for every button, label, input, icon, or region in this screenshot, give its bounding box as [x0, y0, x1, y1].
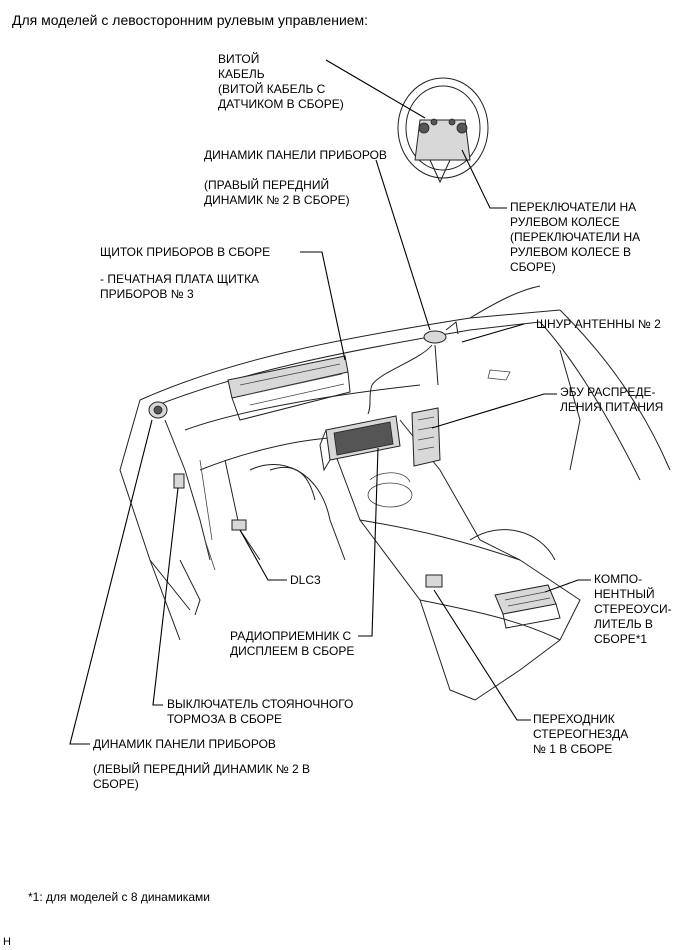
steering-wheel — [397, 77, 489, 184]
label-antenna-cord: ШНУР АНТЕННЫ № 2 — [536, 317, 661, 331]
label-amplifier: КОМПО- НЕНТНЫЙ СТЕРЕОУСИ- ЛИТЕЛЬ В СБОРЕ… — [594, 572, 672, 646]
radio-display — [319, 415, 401, 472]
label-parking-brake-switch: ВЫКЛЮЧАТЕЛЬ СТОЯНОЧНОГО ТОРМОЗА В СБОРЕ — [167, 697, 354, 726]
right-dash-speaker — [423, 321, 459, 344]
parking-brake-switch-part — [173, 473, 185, 489]
power-ecu — [411, 407, 441, 467]
label-stereo-jack: ПЕРЕХОДНИК СТЕРЕОГНЕЗДА № 1 В СБОРЕ — [533, 712, 629, 756]
label-dash-speaker-left-sub: (ЛЕВЫЙ ПЕРЕДНИЙ ДИНАМИК № 2 В СБОРЕ) — [93, 762, 311, 791]
label-combination-meter-title: ЩИТОК ПРИБОРОВ В СБОРЕ — [100, 245, 271, 259]
label-dash-speaker-right-title: ДИНАМИК ПАНЕЛИ ПРИБОРОВ — [204, 148, 387, 162]
page-heading: Для моделей с левосторонним рулевым упра… — [12, 12, 369, 28]
footnote: *1: для моделей с 8 динамиками — [28, 890, 210, 904]
corner-mark: H — [3, 936, 11, 948]
label-dash-speaker-right-sub: (ПРАВЫЙ ПЕРЕДНИЙ ДИНАМИК № 2 В СБОРЕ) — [204, 178, 350, 207]
label-combination-meter-sub: - ПЕЧАТНАЯ ПЛАТА ЩИТКА ПРИБОРОВ № 3 — [100, 272, 260, 301]
antenna-cord — [367, 344, 433, 415]
combination-meter — [227, 355, 351, 421]
leader-lines — [69, 59, 591, 745]
label-dash-speaker-left-title: ДИНАМИК ПАНЕЛИ ПРИБОРОВ — [93, 737, 276, 751]
stereo-jack-part — [425, 574, 443, 588]
body-outline — [119, 285, 671, 701]
label-radio: РАДИОПРИЕМНИК С ДИСПЛЕЕМ В СБОРЕ — [230, 629, 355, 658]
label-steering-switches: ПЕРЕКЛЮЧАТЕЛИ НА РУЛЕВОМ КОЛЕСЕ (ПЕРЕКЛЮ… — [510, 200, 641, 274]
dlc3-part — [231, 519, 247, 531]
left-dash-speaker — [148, 401, 168, 419]
label-power-ecu: ЭБУ РАСПРЕДЕ- ЛЕНИЯ ПИТАНИЯ — [560, 385, 664, 414]
label-spiral-cable: ВИТОЙ КАБЕЛЬ (ВИТОЙ КАБЕЛЬ С ДАТЧИКОМ В … — [218, 52, 344, 111]
label-dlc3: DLC3 — [290, 573, 321, 587]
stereo-amplifier — [494, 584, 561, 629]
